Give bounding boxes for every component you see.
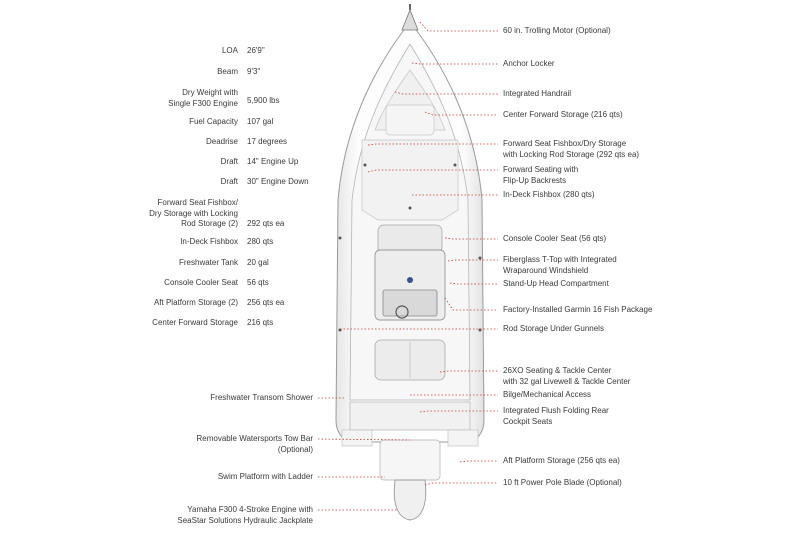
callout-left: Swim Platform with Ladder: [217, 472, 313, 481]
trolling-motor: [401, 8, 419, 31]
spec-label: Deadrise: [205, 137, 238, 146]
spec-value: 256 qts ea: [247, 298, 285, 307]
callout-right: In-Deck Fishbox (280 qts): [503, 190, 595, 199]
spec-value: 56 qts: [247, 278, 269, 287]
aft-platform-storage-right: [447, 429, 479, 447]
spec-label: Center Forward Storage: [152, 318, 238, 327]
callout-right: 60 in. Trolling Motor (Optional): [503, 26, 611, 35]
helm-dash: [382, 289, 438, 317]
spec-value: 292 qts ea: [247, 219, 285, 228]
spec-value: 30" Engine Down: [247, 177, 309, 186]
swim-platform: [379, 439, 441, 481]
spec-value: 17 degrees: [247, 137, 288, 146]
spec-value: 280 qts: [247, 237, 274, 246]
spec-value: 5,900 lbs: [247, 96, 280, 105]
steering-wheel: [395, 305, 409, 319]
spec-label: Aft Platform Storage (2): [153, 298, 238, 307]
console-light: [407, 277, 413, 283]
aft-platform-storage-left: [341, 429, 373, 447]
spec-label: In-Deck Fishbox: [180, 237, 238, 246]
callout-right: Bilge/Mechanical Access: [503, 390, 592, 399]
spec-label: Fuel Capacity: [189, 117, 238, 126]
spec-label: Draft: [220, 157, 238, 166]
forward-seating: [361, 139, 459, 221]
center-forward-storage-hatch: [385, 104, 435, 136]
callout-right: Center Forward Storage (216 qts): [503, 110, 623, 119]
callout-right: Factory-Installed Garmin 16 Fish Package: [503, 305, 653, 314]
spec-label: Freshwater Tank: [179, 258, 238, 267]
callout-right: Stand-Up Head Compartment: [503, 279, 609, 288]
callout-right: Console Cooler Seat (56 qts): [503, 234, 607, 243]
callout-right: 10 ft Power Pole Blade (Optional): [503, 478, 622, 487]
outboard-engine: [393, 479, 427, 521]
callout-right: Integrated Handrail: [503, 89, 572, 98]
spec-value: 20 gal: [247, 258, 269, 267]
callout-right: Rod Storage Under Gunnels: [503, 324, 604, 333]
spec-label: Beam: [217, 67, 238, 76]
rear-cockpit-seats: [349, 401, 471, 431]
spec-value: 14" Engine Up: [247, 157, 299, 166]
spec-label: Console Cooler Seat: [164, 278, 238, 287]
spec-label: Draft: [220, 177, 238, 186]
callout-right: Aft Platform Storage (256 qts ea): [503, 456, 620, 465]
spec-value: 216 qts: [247, 318, 274, 327]
callout-left: Freshwater Transom Shower: [210, 393, 313, 402]
spec-value: 107 gal: [247, 117, 274, 126]
spec-value: 9'3": [247, 67, 261, 76]
spec-label: Forward Seat Fishbox/Dry Storage with Lo…: [149, 198, 238, 228]
callout-left: Removable Watersports Tow Bar(Optional): [196, 434, 314, 454]
spec-value: 26'9": [247, 46, 265, 55]
console-cooler-seat: [377, 224, 443, 254]
callout-right: Anchor Locker: [503, 59, 555, 68]
spec-label: LOA: [221, 46, 238, 55]
